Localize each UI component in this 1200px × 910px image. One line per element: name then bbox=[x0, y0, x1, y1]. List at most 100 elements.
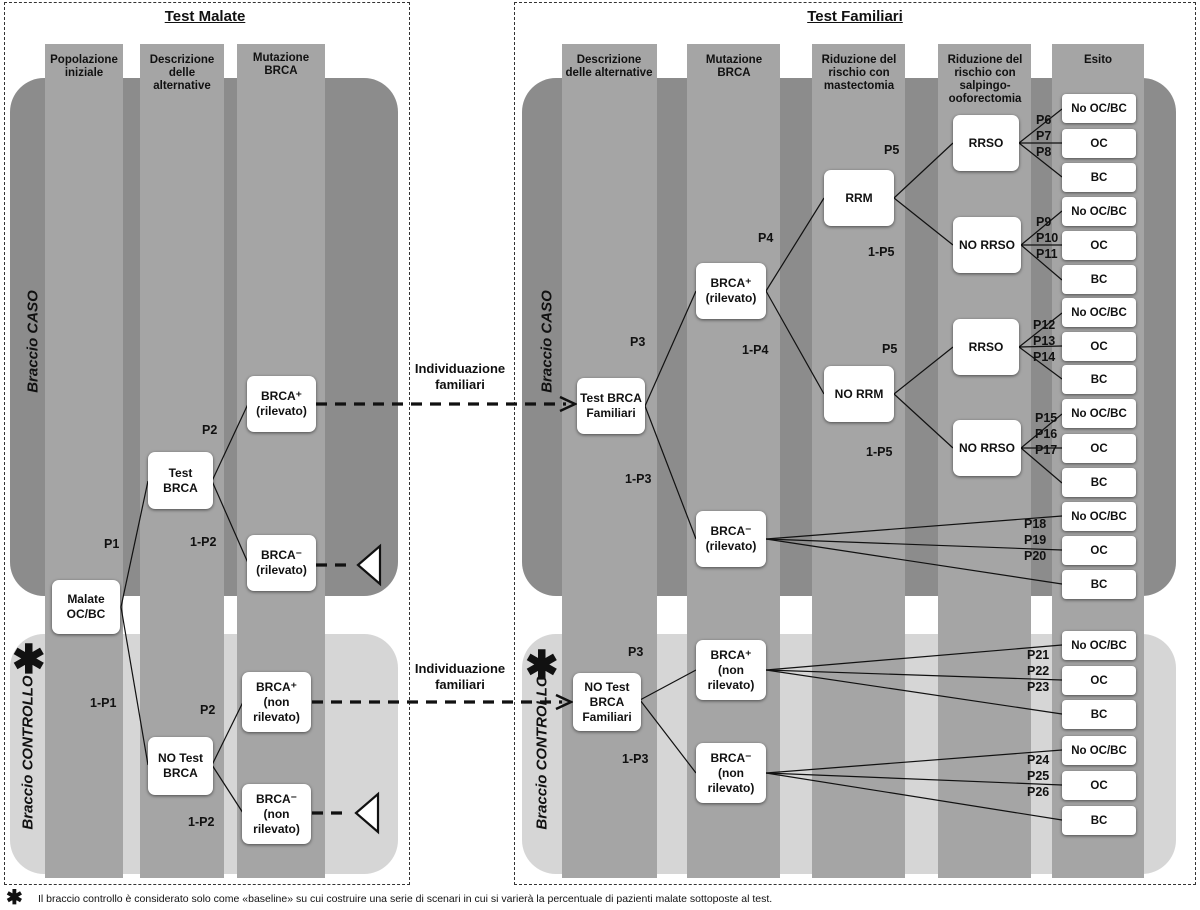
node-no-rrm: NO RRM bbox=[824, 366, 894, 422]
outcome-12: BC bbox=[1062, 468, 1136, 497]
prob-p2-test: P2 bbox=[202, 423, 218, 437]
outcome-17: OC bbox=[1062, 666, 1136, 695]
right-header-mutazione: Mutazione BRCA bbox=[705, 54, 763, 79]
prob-1-p4: 1-P4 bbox=[742, 343, 769, 357]
outcome-11: OC bbox=[1062, 434, 1136, 463]
prob-p19: P19 bbox=[1024, 533, 1047, 547]
prob-p23: P23 bbox=[1027, 680, 1050, 694]
outcome-18: BC bbox=[1062, 700, 1136, 729]
prob-p15: P15 bbox=[1035, 411, 1058, 425]
outcome-5: OC bbox=[1062, 231, 1136, 260]
prob-p12: P12 bbox=[1033, 318, 1056, 332]
right-col-descrizione bbox=[562, 44, 657, 878]
node-fam-brca-pos: BRCA⁺(rilevato) bbox=[696, 263, 766, 319]
prob-p5-rrm: P5 bbox=[884, 143, 900, 157]
outcome-10: No OC/BC bbox=[1062, 399, 1136, 428]
test-malate-title: Test Malate bbox=[164, 8, 246, 25]
prob-1-p5-rrm: 1-P5 bbox=[868, 245, 895, 259]
prob-p3-control: P3 bbox=[628, 645, 644, 659]
outcome-19: No OC/BC bbox=[1062, 736, 1136, 765]
prob-p24: P24 bbox=[1027, 753, 1050, 767]
prob-p11: P11 bbox=[1036, 247, 1058, 261]
prob-1-p2-test: 1-P2 bbox=[190, 535, 217, 549]
left-col-popolazione bbox=[45, 44, 123, 878]
outcome-2: OC bbox=[1062, 129, 1136, 158]
node-no-rrso-1: NO RRSO bbox=[953, 217, 1021, 273]
footnote-star-icon: ✱ bbox=[6, 887, 23, 909]
prob-p13: P13 bbox=[1033, 334, 1056, 348]
prob-p2-notest: P2 bbox=[200, 703, 216, 717]
prob-p22: P22 bbox=[1027, 664, 1050, 678]
outcome-9: BC bbox=[1062, 365, 1136, 394]
prob-p6: P6 bbox=[1036, 113, 1052, 127]
outcome-3: BC bbox=[1062, 163, 1136, 192]
prob-p3: P3 bbox=[630, 335, 646, 349]
prob-p21: P21 bbox=[1027, 648, 1050, 662]
left-header-mutazione: Mutazione BRCA bbox=[252, 52, 310, 77]
prob-p18: P18 bbox=[1024, 517, 1047, 531]
node-brca-neg-rilevato: BRCA⁻(rilevato) bbox=[247, 535, 316, 591]
left-col-mutazione bbox=[237, 44, 325, 878]
prob-p14: P14 bbox=[1033, 350, 1056, 364]
outcome-20: OC bbox=[1062, 771, 1136, 800]
prob-p26: P26 bbox=[1027, 785, 1050, 799]
outcome-21: BC bbox=[1062, 806, 1136, 835]
test-familiari-panel bbox=[514, 2, 1196, 885]
prob-p20: P20 bbox=[1024, 549, 1047, 563]
node-rrm: RRM bbox=[824, 170, 894, 226]
prob-p25: P25 bbox=[1027, 769, 1050, 783]
node-fam-brca-neg: BRCA⁻(rilevato) bbox=[696, 511, 766, 567]
outcome-16: No OC/BC bbox=[1062, 631, 1136, 660]
node-test-brca: Test BRCA bbox=[148, 452, 213, 509]
prob-1-p2-notest: 1-P2 bbox=[188, 815, 215, 829]
prob-p4: P4 bbox=[758, 231, 774, 245]
left-controllo-star-icon: ✱ bbox=[12, 638, 46, 682]
node-rrso-1: RRSO bbox=[953, 115, 1019, 171]
outcome-8: OC bbox=[1062, 332, 1136, 361]
outcome-1: No OC/BC bbox=[1062, 94, 1136, 123]
prob-p5-norrm: P5 bbox=[882, 342, 898, 356]
prob-1-p3-control: 1-P3 bbox=[622, 752, 649, 766]
node-no-rrso-2: NO RRSO bbox=[953, 420, 1021, 476]
right-header-esito: Esito bbox=[1083, 54, 1113, 66]
prob-p16: P16 bbox=[1035, 427, 1058, 441]
right-header-descrizione: Descrizione delle alternative bbox=[565, 54, 653, 79]
prob-p8: P8 bbox=[1036, 145, 1052, 159]
right-controllo-star-icon: ✱ bbox=[525, 644, 559, 688]
prob-p17: P17 bbox=[1035, 443, 1058, 457]
prob-1-p1: 1-P1 bbox=[90, 696, 117, 710]
right-header-mastectomia: Riduzione del rischio con mastectomia bbox=[821, 54, 897, 92]
outcome-13: No OC/BC bbox=[1062, 502, 1136, 531]
test-familiari-title: Test Familiari bbox=[807, 8, 903, 25]
right-col-mutazione bbox=[687, 44, 780, 878]
outcome-7: No OC/BC bbox=[1062, 298, 1136, 327]
outcome-15: BC bbox=[1062, 570, 1136, 599]
prob-1-p5-norrm: 1-P5 bbox=[866, 445, 893, 459]
prob-p10: P10 bbox=[1036, 231, 1059, 245]
prob-1-p3: 1-P3 bbox=[625, 472, 652, 486]
node-rrso-2: RRSO bbox=[953, 319, 1019, 375]
left-header-descrizione: Descrizione delle alternative bbox=[149, 54, 215, 92]
right-header-salpingo: Riduzione del rischio con salpingo-oofor… bbox=[947, 54, 1023, 105]
outcome-4: No OC/BC bbox=[1062, 197, 1136, 226]
prob-p7: P7 bbox=[1036, 129, 1052, 143]
test-malate-panel bbox=[4, 2, 410, 885]
outcome-14: OC bbox=[1062, 536, 1136, 565]
outcome-6: BC bbox=[1062, 265, 1136, 294]
node-brca-pos-rilevato: BRCA⁺(rilevato) bbox=[247, 376, 316, 432]
left-header-popolazione: Popolazione iniziale bbox=[50, 54, 118, 79]
prob-p9: P9 bbox=[1036, 215, 1052, 229]
footnote-text: Il braccio controllo è considerato solo … bbox=[38, 893, 773, 905]
prob-p1: P1 bbox=[104, 537, 120, 551]
